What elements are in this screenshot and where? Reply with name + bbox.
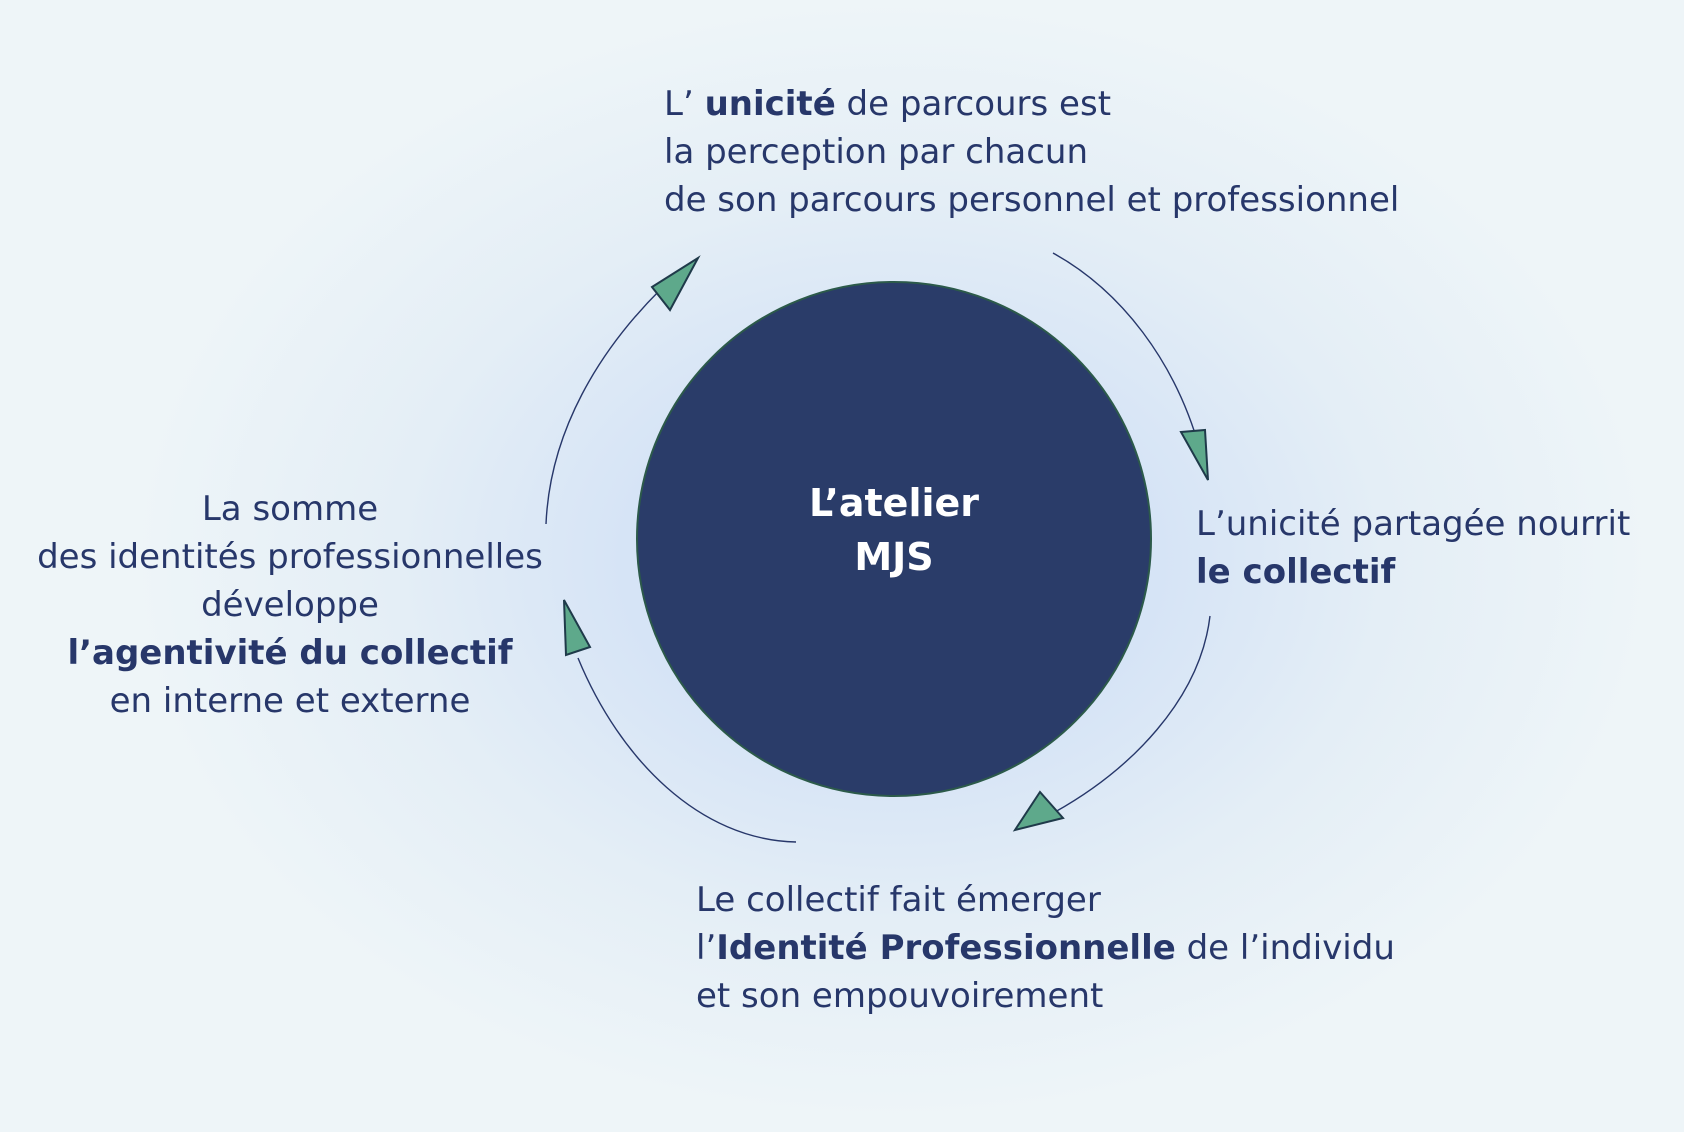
step-left-line2: des identités professionnelles [37, 537, 543, 577]
arrowhead-left [563, 599, 592, 657]
arrow-bottom-to-left [577, 657, 797, 843]
step-right-keyword: le collectif [1196, 552, 1396, 592]
step-left-line1: La somme [201, 489, 379, 529]
arrowhead-right [1179, 428, 1209, 481]
arrow-left-to-top [545, 289, 661, 525]
step-bottom-line2-pre: l’ [696, 928, 717, 968]
step-top-line1: L’ unicité de parcours est [664, 80, 1399, 128]
step-bottom-line3: et son empouvoirement [696, 976, 1104, 1016]
step-right-text: L’unicité partagée nourrit le collectif [1196, 500, 1630, 596]
step-bottom-keyword: Identité Professionnelle [716, 928, 1176, 968]
center-label: L’atelier MJS [637, 286, 1151, 792]
arrow-right-to-bottom [1054, 615, 1211, 813]
arrowhead-top [650, 255, 701, 312]
center-title-line2: MJS [854, 535, 934, 579]
step-top-line2: la perception par chacun [664, 132, 1089, 172]
step-bottom-line2: l’Identité Professionnelle de l’individu [696, 924, 1395, 972]
step-right-line1: L’unicité partagée nourrit [1196, 504, 1631, 544]
step-bottom-line2-post: de l’individu [1175, 928, 1395, 968]
center-circle [636, 281, 1152, 797]
step-top-line1-post: de parcours est [835, 84, 1112, 124]
step-top-line1-pre: L’ [664, 84, 705, 124]
step-left-line3: développe [201, 585, 379, 625]
arrowhead-bottom [1012, 790, 1065, 832]
step-top-keyword: unicité [704, 84, 836, 124]
arrow-top-to-right [1052, 252, 1201, 451]
center-title-line1: L’atelier [808, 481, 980, 525]
step-top-line3: de son parcours personnel et professionn… [664, 180, 1400, 220]
step-bottom-line1: Le collectif fait émerger [696, 880, 1101, 920]
step-bottom-text: Le collectif fait émerger l’Identité Pro… [696, 876, 1395, 1020]
step-left-line5: en interne et externe [109, 681, 471, 721]
step-left-text: La somme des identités professionnelles … [10, 485, 570, 725]
step-left-keyword: l’agentivité du collectif [67, 633, 513, 673]
step-top-text: L’ unicité de parcours est la perception… [664, 80, 1399, 224]
